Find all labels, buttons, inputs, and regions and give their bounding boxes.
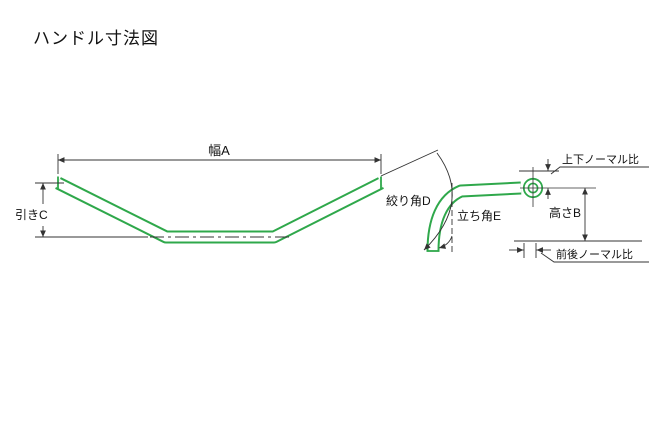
front-tube-end-caps [57,176,382,190]
pull-c-label: 引きC [15,208,48,222]
sweep-angle-d-extension-line [380,149,439,177]
height-b-dimension: 高さB [514,188,642,242]
handlebar-side-view [426,167,596,252]
front-rear-normal-ticks [523,243,537,258]
height-b-label: 高さB [549,205,581,220]
upper-lower-normal-label: 上下ノーマル比 [562,153,639,166]
width-a-label: 幅A [208,143,230,158]
upper-lower-normal-dimension: 上下ノーマル比 [519,153,649,199]
pull-c-dimension: 引きC [15,182,148,238]
front-rear-normal-dimension: 前後ノーマル比 [509,243,649,263]
rise-angle-e-arc [438,235,453,249]
upper-lower-normal-leader-line [550,166,649,175]
side-tube-fill [428,183,522,252]
front-tube-fill [55,178,384,242]
rise-angle-e-annotation: 立ち角E [438,183,501,254]
handlebar-front-view [55,176,384,244]
front-rear-normal-label: 前後ノーマル比 [556,247,633,261]
sweep-angle-d-label: 絞り角D [386,193,431,208]
width-a-dimension: 幅A [57,143,382,174]
front-rear-normal-leader-line [540,252,649,263]
pull-c-extension-lines [35,182,148,238]
rise-angle-e-label: 立ち角E [457,208,501,223]
page-title: ハンドル寸法図 [33,29,159,48]
sweep-angle-d-annotation: 絞り角D [380,149,453,251]
